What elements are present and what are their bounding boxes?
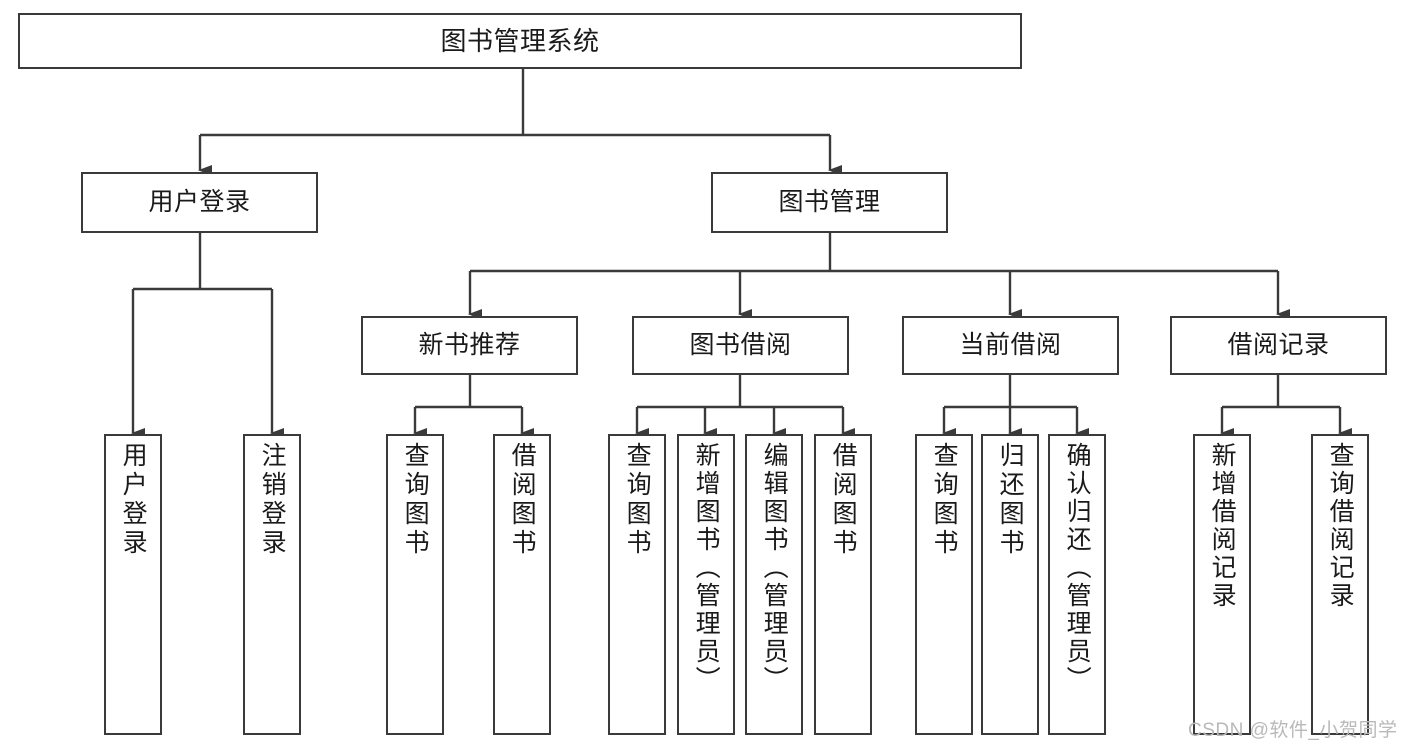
- leaf-new-book-query[interactable]: 查询图书: [386, 434, 444, 735]
- node-new-book-recommend[interactable]: 新书推荐: [361, 316, 578, 375]
- leaf-new-book-borrow[interactable]: 借阅图书: [493, 434, 551, 735]
- node-book-management[interactable]: 图书管理: [711, 172, 948, 233]
- node-label: 编辑图书（管理员）: [760, 442, 789, 694]
- csdn-watermark: CSDN @软件_小贺同学: [1188, 720, 1398, 741]
- node-current-borrow[interactable]: 当前借阅: [902, 316, 1119, 375]
- node-label: 归还图书: [996, 442, 1025, 558]
- node-label: 查询图书: [401, 442, 430, 558]
- leaf-borrow-record-query[interactable]: 查询借阅记录: [1311, 434, 1369, 735]
- node-label: 图书借阅: [689, 330, 792, 359]
- node-label: 确认归还（管理员）: [1063, 442, 1092, 694]
- node-borrow-record[interactable]: 借阅记录: [1170, 316, 1387, 375]
- node-label: 用户登录: [148, 187, 251, 216]
- node-label: 当前借阅: [959, 330, 1062, 359]
- leaf-current-borrow-return[interactable]: 归还图书: [981, 434, 1039, 735]
- leaf-current-borrow-query[interactable]: 查询图书: [915, 434, 973, 735]
- node-label: 查询图书: [930, 442, 959, 558]
- node-label: 借阅图书: [829, 442, 858, 558]
- leaf-borrow-record-add[interactable]: 新增借阅记录: [1193, 434, 1251, 735]
- node-label: 注销登录: [258, 442, 287, 558]
- node-label: 新增借阅记录: [1208, 442, 1237, 610]
- node-label: 新书推荐: [418, 330, 521, 359]
- leaf-user-login-logout[interactable]: 注销登录: [243, 434, 301, 735]
- leaf-book-borrow-borrow[interactable]: 借阅图书: [814, 434, 872, 735]
- node-label: 借阅记录: [1227, 330, 1330, 359]
- leaf-book-borrow-query[interactable]: 查询图书: [608, 434, 666, 735]
- node-label: 图书管理系统: [440, 25, 600, 56]
- node-label: 图书管理: [778, 187, 881, 216]
- leaf-book-borrow-add[interactable]: 新增图书（管理员）: [677, 434, 735, 735]
- node-label: 查询图书: [623, 442, 652, 558]
- node-label: 查询借阅记录: [1326, 442, 1355, 610]
- node-label: 借阅图书: [508, 442, 537, 558]
- leaf-book-borrow-edit[interactable]: 编辑图书（管理员）: [745, 434, 803, 735]
- node-root-system[interactable]: 图书管理系统: [18, 13, 1022, 69]
- leaf-user-login-login[interactable]: 用户登录: [104, 434, 162, 735]
- node-label: 用户登录: [119, 442, 148, 558]
- node-book-borrow[interactable]: 图书借阅: [632, 316, 849, 375]
- node-label: 新增图书（管理员）: [692, 442, 721, 694]
- node-user-login[interactable]: 用户登录: [81, 172, 318, 233]
- leaf-current-borrow-confirm-return[interactable]: 确认归还（管理员）: [1048, 434, 1106, 735]
